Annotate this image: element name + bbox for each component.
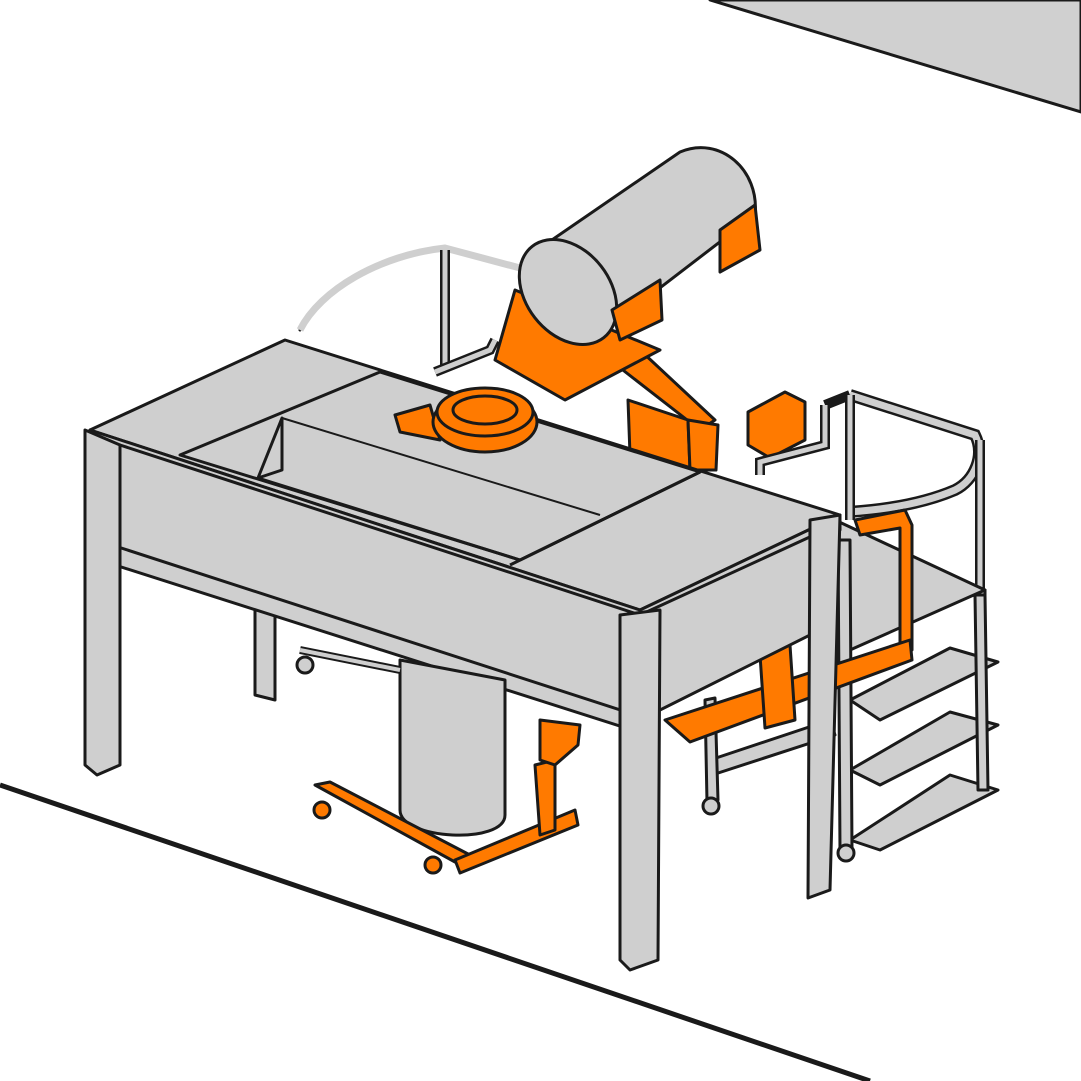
rear-guardrail: [296, 244, 522, 377]
tipper-motor-box: [746, 390, 807, 460]
table-leg-rear-right: [806, 513, 842, 900]
bin-rail-caster: [295, 655, 315, 675]
platform-step-1: [848, 646, 1000, 722]
guardrail-posts: [757, 395, 853, 520]
platform-caster-front: [836, 843, 856, 863]
funnel-spout: [393, 403, 442, 442]
trolley-caster-front: [423, 855, 443, 875]
table-leg-front-left: [83, 428, 122, 777]
table-leg-front-right: [618, 608, 662, 972]
trolley-mast: [533, 758, 557, 837]
platform-mid-leg: [836, 538, 854, 852]
platform-caster-rear: [701, 796, 721, 816]
table-basin-back-line: [281, 417, 601, 516]
platform-guardrail: [755, 389, 985, 590]
trolley-caster-left: [312, 800, 332, 820]
collection-bin: [295, 646, 507, 837]
funnel-opening: [451, 394, 519, 426]
drum-lid: [517, 237, 619, 347]
floor-edge-line: [0, 782, 871, 1081]
trolley-arm: [538, 718, 582, 767]
platform-step-2: [848, 710, 1000, 787]
rear-rail-fill: [296, 244, 521, 332]
back-wall: [708, 0, 1081, 114]
container-trolley: [312, 718, 582, 875]
drum-clamp-rear: [718, 203, 762, 274]
table-lid-seam: [509, 470, 701, 567]
table-basin-floor-line: [257, 476, 521, 562]
platform-step-3: [848, 773, 1000, 852]
rear-rail-bracket: [434, 338, 498, 375]
platform-front-leg: [973, 593, 990, 792]
drum-clamp-front: [610, 278, 664, 342]
bin-body: [398, 658, 507, 837]
table-basin-wall: [256, 416, 284, 480]
work-table: [83, 338, 842, 972]
bin-rail: [299, 648, 401, 672]
drum-container: [517, 146, 762, 347]
tipper-mast-side: [686, 418, 720, 472]
discharge-funnel: [393, 386, 539, 454]
wall-panel: [708, 0, 1081, 114]
